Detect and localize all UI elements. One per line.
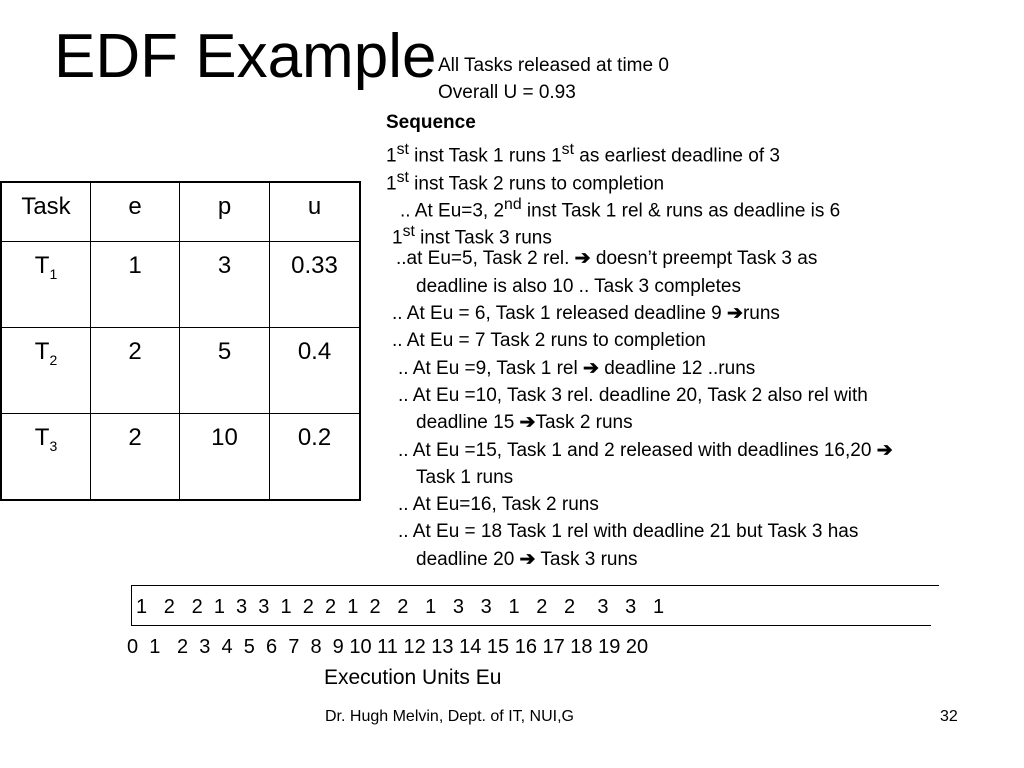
arrow-icon: ➔	[574, 248, 591, 270]
sequence-line: .. At Eu=3, 2nd inst Task 1 rel & runs a…	[386, 191, 893, 222]
sequence-text: .. At Eu =10, Task 3 rel. deadline 20, T…	[398, 384, 868, 406]
ordinal-suffix: st	[402, 223, 415, 241]
task-u: 0.4	[269, 327, 361, 414]
page-number: 32	[940, 708, 958, 725]
sequence-line: .. At Eu =10, Task 3 rel. deadline 20, T…	[386, 382, 893, 409]
note-utilization: Overall U = 0.93	[438, 82, 576, 103]
sequence-line: .. At Eu = 7 Task 2 runs to completion	[386, 327, 893, 354]
sequence-lines: 1st inst Task 1 runs 1st as earliest dea…	[386, 136, 893, 573]
table-row: T1 1 3 0.33	[0, 241, 361, 328]
sequence-text: inst Task 2 runs to completion	[408, 172, 665, 194]
note-release: All Tasks released at time 0	[438, 55, 669, 76]
sequence-line: Task 1 runs	[386, 464, 893, 491]
sequence-text: deadline 20	[416, 548, 520, 570]
sequence-text: Task 1 runs	[416, 466, 514, 488]
task-e: 2	[90, 413, 180, 501]
sequence-line: 1st inst Task 1 runs 1st as earliest dea…	[386, 136, 893, 166]
ordinal-suffix: st	[396, 168, 409, 186]
sequence-line: .. At Eu=16, Task 2 runs	[386, 491, 893, 518]
arrow-icon: ➔	[519, 412, 536, 434]
arrow-icon: ➔	[583, 357, 599, 379]
ordinal-suffix: st	[396, 141, 409, 159]
schedule-bottom-rule	[131, 625, 931, 626]
task-name: T1	[0, 241, 91, 328]
sequence-text: Task 2 runs	[535, 412, 633, 434]
arrow-icon: ➔	[519, 548, 536, 570]
sequence-text: ..at Eu=5, Task 2 rel.	[396, 248, 575, 270]
header-e: e	[90, 181, 180, 242]
task-name: T3	[0, 413, 91, 501]
sequence-text: Task 3 runs	[535, 548, 638, 570]
sequence-text: 1	[386, 145, 397, 167]
sequence-line: deadline 20 ➔ Task 3 runs	[386, 546, 893, 573]
sequence-text: inst Task 1 runs 1	[408, 145, 562, 167]
time-axis-ticks: 0 1 2 3 4 5 6 7 8 9 10 11 12 13 14 15 16…	[127, 636, 649, 658]
sequence-text: deadline 15	[416, 412, 520, 434]
ordinal-suffix: nd	[504, 195, 522, 213]
sequence-text: as earliest deadline of 3	[573, 145, 780, 167]
sequence-text: deadline is also 10 .. Task 3 completes	[416, 275, 741, 297]
sequence-line: 1st inst Task 3 runs	[386, 218, 893, 248]
sequence-text: doesn’t preempt Task 3 as	[590, 248, 818, 270]
header-p: p	[179, 181, 270, 242]
time-axis-label: Execution Units Eu	[324, 666, 502, 689]
sequence-text: .. At Eu=3, 2	[400, 200, 505, 222]
arrow-icon: ➔	[727, 303, 743, 325]
ordinal-suffix: st	[561, 141, 574, 159]
sequence-text: deadline 12 ..runs	[598, 357, 756, 379]
footer-author: Dr. Hugh Melvin, Dept. of IT, NUI,G	[325, 708, 574, 725]
slide-title: EDF Example	[54, 22, 437, 91]
task-p: 10	[179, 413, 270, 501]
task-e: 1	[90, 241, 180, 328]
sequence-heading: Sequence	[386, 112, 476, 133]
sequence-line: deadline is also 10 .. Task 3 completes	[386, 273, 893, 300]
sequence-line: .. At Eu = 18 Task 1 rel with deadline 2…	[386, 518, 893, 545]
sequence-text: runs	[742, 303, 780, 325]
sequence-text: .. At Eu =9, Task 1 rel	[398, 357, 583, 379]
schedule-sequence: 1 2 2 1 3 3 1 2 2 1 2 2 1 3 3 1 2 2 3 3 …	[136, 596, 665, 618]
sequence-text: .. At Eu =15, Task 1 and 2 released with…	[398, 439, 877, 461]
sequence-line: ..at Eu=5, Task 2 rel. ➔ doesn’t preempt…	[386, 245, 893, 272]
task-p: 3	[179, 241, 270, 328]
table-row: T3 2 10 0.2	[0, 413, 361, 501]
sequence-line: .. At Eu = 6, Task 1 released deadline 9…	[386, 300, 893, 327]
sequence-text: .. At Eu = 7 Task 2 runs to completion	[392, 330, 706, 352]
sequence-line: deadline 15 ➔Task 2 runs	[386, 409, 893, 436]
sequence-line: 1st inst Task 2 runs to completion	[386, 164, 893, 194]
sequence-line: .. At Eu =15, Task 1 and 2 released with…	[386, 437, 893, 464]
schedule-left-rule	[131, 585, 132, 625]
task-e: 2	[90, 327, 180, 414]
header-task: Task	[0, 181, 91, 242]
table-row: T2 2 5 0.4	[0, 327, 361, 414]
sequence-text: .. At Eu=16, Task 2 runs	[398, 494, 599, 516]
schedule-top-rule	[131, 585, 939, 586]
header-u: u	[269, 181, 361, 242]
sequence-text: inst Task 1 rel & runs as deadline is 6	[521, 200, 841, 222]
sequence-line: .. At Eu =9, Task 1 rel ➔ deadline 12 ..…	[386, 355, 893, 382]
task-p: 5	[179, 327, 270, 414]
task-name: T2	[0, 327, 91, 414]
sequence-text: .. At Eu = 6, Task 1 released deadline 9	[392, 303, 728, 325]
task-u: 0.33	[269, 241, 361, 328]
task-table: Task e p u T1 1 3 0.33 T2 2 5 0.4 T3 2 1…	[0, 181, 361, 501]
sequence-text: inst Task 3 runs	[414, 227, 552, 249]
table-header-row: Task e p u	[0, 181, 361, 242]
sequence-block: Sequence 1st inst Task 1 runs 1st as ear…	[386, 109, 893, 573]
task-u: 0.2	[269, 413, 361, 501]
sequence-text: .. At Eu = 18 Task 1 rel with deadline 2…	[398, 521, 859, 543]
sequence-text: 1	[386, 172, 397, 194]
arrow-icon: ➔	[876, 439, 893, 461]
sequence-text: 1	[392, 227, 403, 249]
